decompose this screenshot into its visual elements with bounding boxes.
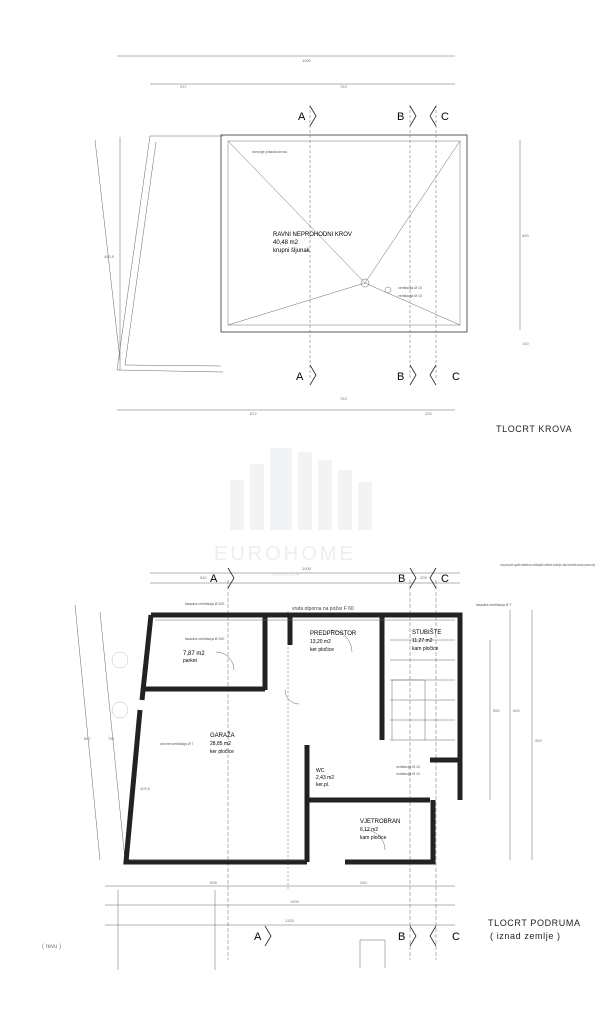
base-note-4: fasadna ventilacija Ø 7: [476, 603, 511, 607]
watermark-tagline: nekretnine: [272, 572, 301, 578]
roof-mark-b-bottom: B: [397, 371, 404, 383]
roof-mark-c-top: C: [441, 111, 449, 123]
roof-plan-title: TLOCRT KROVA: [496, 424, 573, 434]
room-2-area: 13,20 m2: [310, 639, 331, 645]
roof-note-1: otvor/ge prilaska krovu: [252, 150, 287, 154]
base-dim-bottom-b: 260: [360, 880, 367, 885]
roof-note-2: ventilacija Ø 10: [398, 286, 422, 290]
base-dim-bottom-a: 598: [210, 880, 217, 885]
base-dim-right-c: 900: [535, 738, 542, 743]
base-mark-b-bottom: B: [398, 931, 405, 943]
section-marks: [227, 105, 437, 947]
base-dim-left-c: 409,5: [140, 786, 151, 791]
base-dim-right-a: 550: [493, 708, 500, 713]
room-2-name: PREDPROSTOR: [310, 631, 357, 637]
base-dim-left-total: 887: [84, 736, 91, 741]
room-5-area: 2,43 m2: [316, 775, 334, 781]
roof-dim-bottom-mid: 763: [340, 396, 347, 401]
roof-dim-diag: 450,5: [104, 254, 115, 259]
room-5-finish: ker.pl.: [316, 782, 329, 788]
room-6-finish: kam pločice: [360, 835, 387, 841]
base-dim-top-left: 540: [200, 575, 207, 580]
base-dim-top-total: 1000: [302, 566, 312, 571]
roof-mark-c-bottom: C: [452, 371, 460, 383]
roof-dim-top-left: 237: [180, 84, 187, 89]
roof-dim-right-main: 600: [522, 233, 529, 238]
roof-dim-bottom-right: 225: [425, 411, 432, 416]
door-note: vrata otporna na požar F 60: [292, 606, 354, 612]
room-4-finish: ker pločice: [210, 749, 234, 755]
roof-room-area: 40,48 m2: [273, 240, 299, 246]
room-1-line-2: parket: [183, 658, 198, 664]
base-side-note: s stropne ploče ugraditi nadstrešnicu ve…: [500, 563, 595, 567]
roof-dim-bottom-left: 872: [250, 411, 257, 416]
roof-mark-a-bottom: A: [296, 371, 304, 383]
basement-plan-subtitle: ( iznad zemlje ): [490, 931, 561, 941]
base-note-2: fasadna ventilacija Ø 100: [185, 637, 224, 641]
roof-dim-top-right: 763: [340, 84, 347, 89]
base-dim-right-b: 600: [513, 708, 520, 713]
base-note-5: ventilacija Ø 10: [396, 765, 420, 769]
roof-note-3: ventilacija Ø 10: [398, 294, 422, 298]
base-mark-b-top: B: [398, 573, 405, 585]
base-mark-c-bottom: C: [452, 931, 460, 943]
base-dim-bottom-c: 1320: [285, 918, 295, 923]
roof-room-finish: krupni šljunak: [273, 248, 311, 254]
room-2-finish: ker pločice: [310, 647, 334, 653]
room-6-area: 6,12 m2: [360, 827, 378, 833]
watermark-logo: [230, 448, 372, 530]
base-note-3: otvorni ventilacija Ø 7: [160, 742, 194, 746]
base-dim-top-right: 205: [420, 575, 427, 580]
room-5-name: WC: [316, 768, 325, 774]
base-note-1: fasadna ventilacija Ø 100: [185, 602, 224, 606]
base-dim-bottom-total: 1000: [290, 899, 300, 904]
footer-caption: ( revu ): [42, 944, 62, 950]
room-3-name: STUBIŠTE: [412, 629, 441, 636]
room-6-name: VJETROBRAN: [360, 819, 400, 825]
basement-plan-title: TLOCRT PODRUMA: [488, 918, 581, 928]
room-1-line-1: 7,87 m2: [183, 651, 205, 657]
roof-dim-right-small: 100: [522, 341, 529, 346]
roof-mark-b-top: B: [397, 111, 404, 123]
roof-room-name: RAVNI NEPROHODNI KROV: [273, 232, 352, 238]
base-note-6: ventilacija Ø 10: [396, 772, 420, 776]
roof-mark-a-top: A: [298, 111, 306, 123]
roof-dim-top-total: 1000: [302, 58, 312, 63]
watermark-brand: EUROHOME: [214, 543, 356, 565]
base-mark-a-bottom: A: [254, 931, 262, 943]
base-dim-left-b: 751: [108, 736, 115, 741]
room-4-area: 28,85 m2: [210, 741, 231, 747]
room-3-area: 11,27 m2: [412, 638, 433, 644]
room-3-finish: kam pločice: [412, 646, 439, 652]
base-mark-c-top: C: [441, 573, 449, 585]
room-4-name: GARAŽA: [210, 731, 235, 739]
base-mark-a-top: A: [210, 573, 218, 585]
